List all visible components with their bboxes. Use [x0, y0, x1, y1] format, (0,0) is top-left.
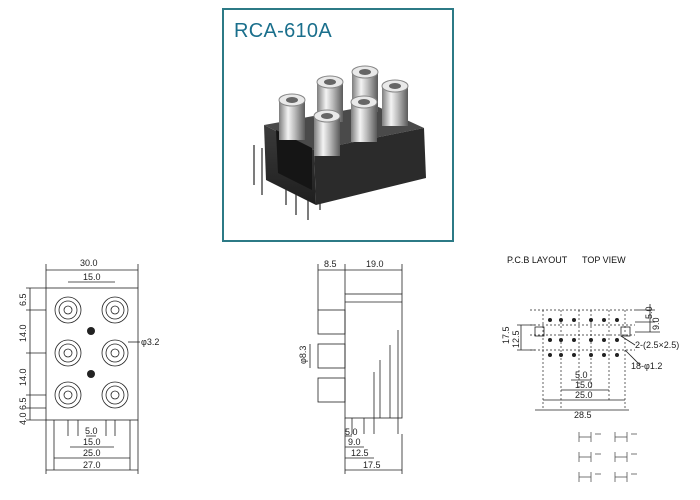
schematic-jack-3 — [578, 452, 601, 462]
dim-jack-pitch: 15.0 — [83, 272, 101, 282]
dim-base-width: 27.0 — [83, 460, 101, 470]
product-photo-panel: RCA-610A — [222, 8, 454, 242]
dim-side-pin-b: 9.0 — [348, 437, 361, 447]
dim-pcb-top-a: 5.0 — [644, 306, 654, 319]
front-view-drawing: 30.0 15.0 φ3.2 6.5 14.0 14.0 6.5 4.0 5.0… — [18, 258, 159, 474]
dim-pcb-overall: 28.5 — [574, 410, 592, 420]
dim-pcb-left-a: 12.5 — [511, 330, 521, 348]
dim-top-offset: 6.5 — [18, 293, 28, 306]
product-photo — [253, 65, 426, 220]
dim-pin-span-b: 15.0 — [83, 437, 101, 447]
dim-bottom-a: 6.5 — [18, 397, 28, 410]
dim-hole-dia: φ3.2 — [141, 337, 159, 347]
side-view-drawing: 8.5 19.0 φ8.3 5.0 9.0 12.5 17.5 — [298, 259, 403, 474]
schematic-jack-1 — [578, 432, 601, 442]
dim-pin-span-c: 25.0 — [83, 448, 101, 458]
dim-pcb-holes-big: 2-(2.5×2.5) — [635, 340, 679, 350]
dim-row-pitch-lower: 14.0 — [18, 368, 28, 386]
model-title: RCA-610A — [234, 20, 332, 42]
dim-body-depth: 19.0 — [366, 259, 384, 269]
pcb-layout-drawing: 5.0 9.0 12.5 17.5 2-(2.5×2.5) 18-φ1.2 5.… — [501, 304, 679, 420]
schematic-jack-4 — [614, 452, 637, 462]
top-view-heading: TOP VIEW — [582, 255, 626, 265]
dim-row-pitch-upper: 14.0 — [18, 324, 28, 342]
dim-pcb-bottom-b: 15.0 — [575, 380, 593, 390]
dim-pcb-bottom-c: 25.0 — [575, 390, 593, 400]
dim-side-pin-a: 5.0 — [345, 427, 358, 437]
dim-pcb-left-b: 17.5 — [501, 326, 511, 344]
schematic-jack-6 — [614, 472, 637, 482]
dim-side-pin-d: 17.5 — [363, 460, 381, 470]
dim-pin-span-a: 5.0 — [85, 426, 98, 436]
dim-pcb-holes-small: 18-φ1.2 — [631, 361, 662, 371]
dim-side-pin-c: 12.5 — [351, 448, 369, 458]
dim-pcb-bottom-a: 5.0 — [575, 370, 588, 380]
dim-jack-dia: φ8.3 — [298, 346, 308, 364]
dim-bottom-b: 4.0 — [18, 412, 28, 425]
dim-jack-depth: 8.5 — [324, 259, 337, 269]
dim-overall-width: 30.0 — [80, 258, 98, 268]
schematic-jack-2 — [614, 432, 637, 442]
schematic-symbols — [578, 432, 637, 482]
dim-pcb-top-b: 9.0 — [651, 317, 661, 330]
pcb-layout-heading: P.C.B LAYOUT — [507, 255, 568, 265]
schematic-jack-5 — [578, 472, 601, 482]
